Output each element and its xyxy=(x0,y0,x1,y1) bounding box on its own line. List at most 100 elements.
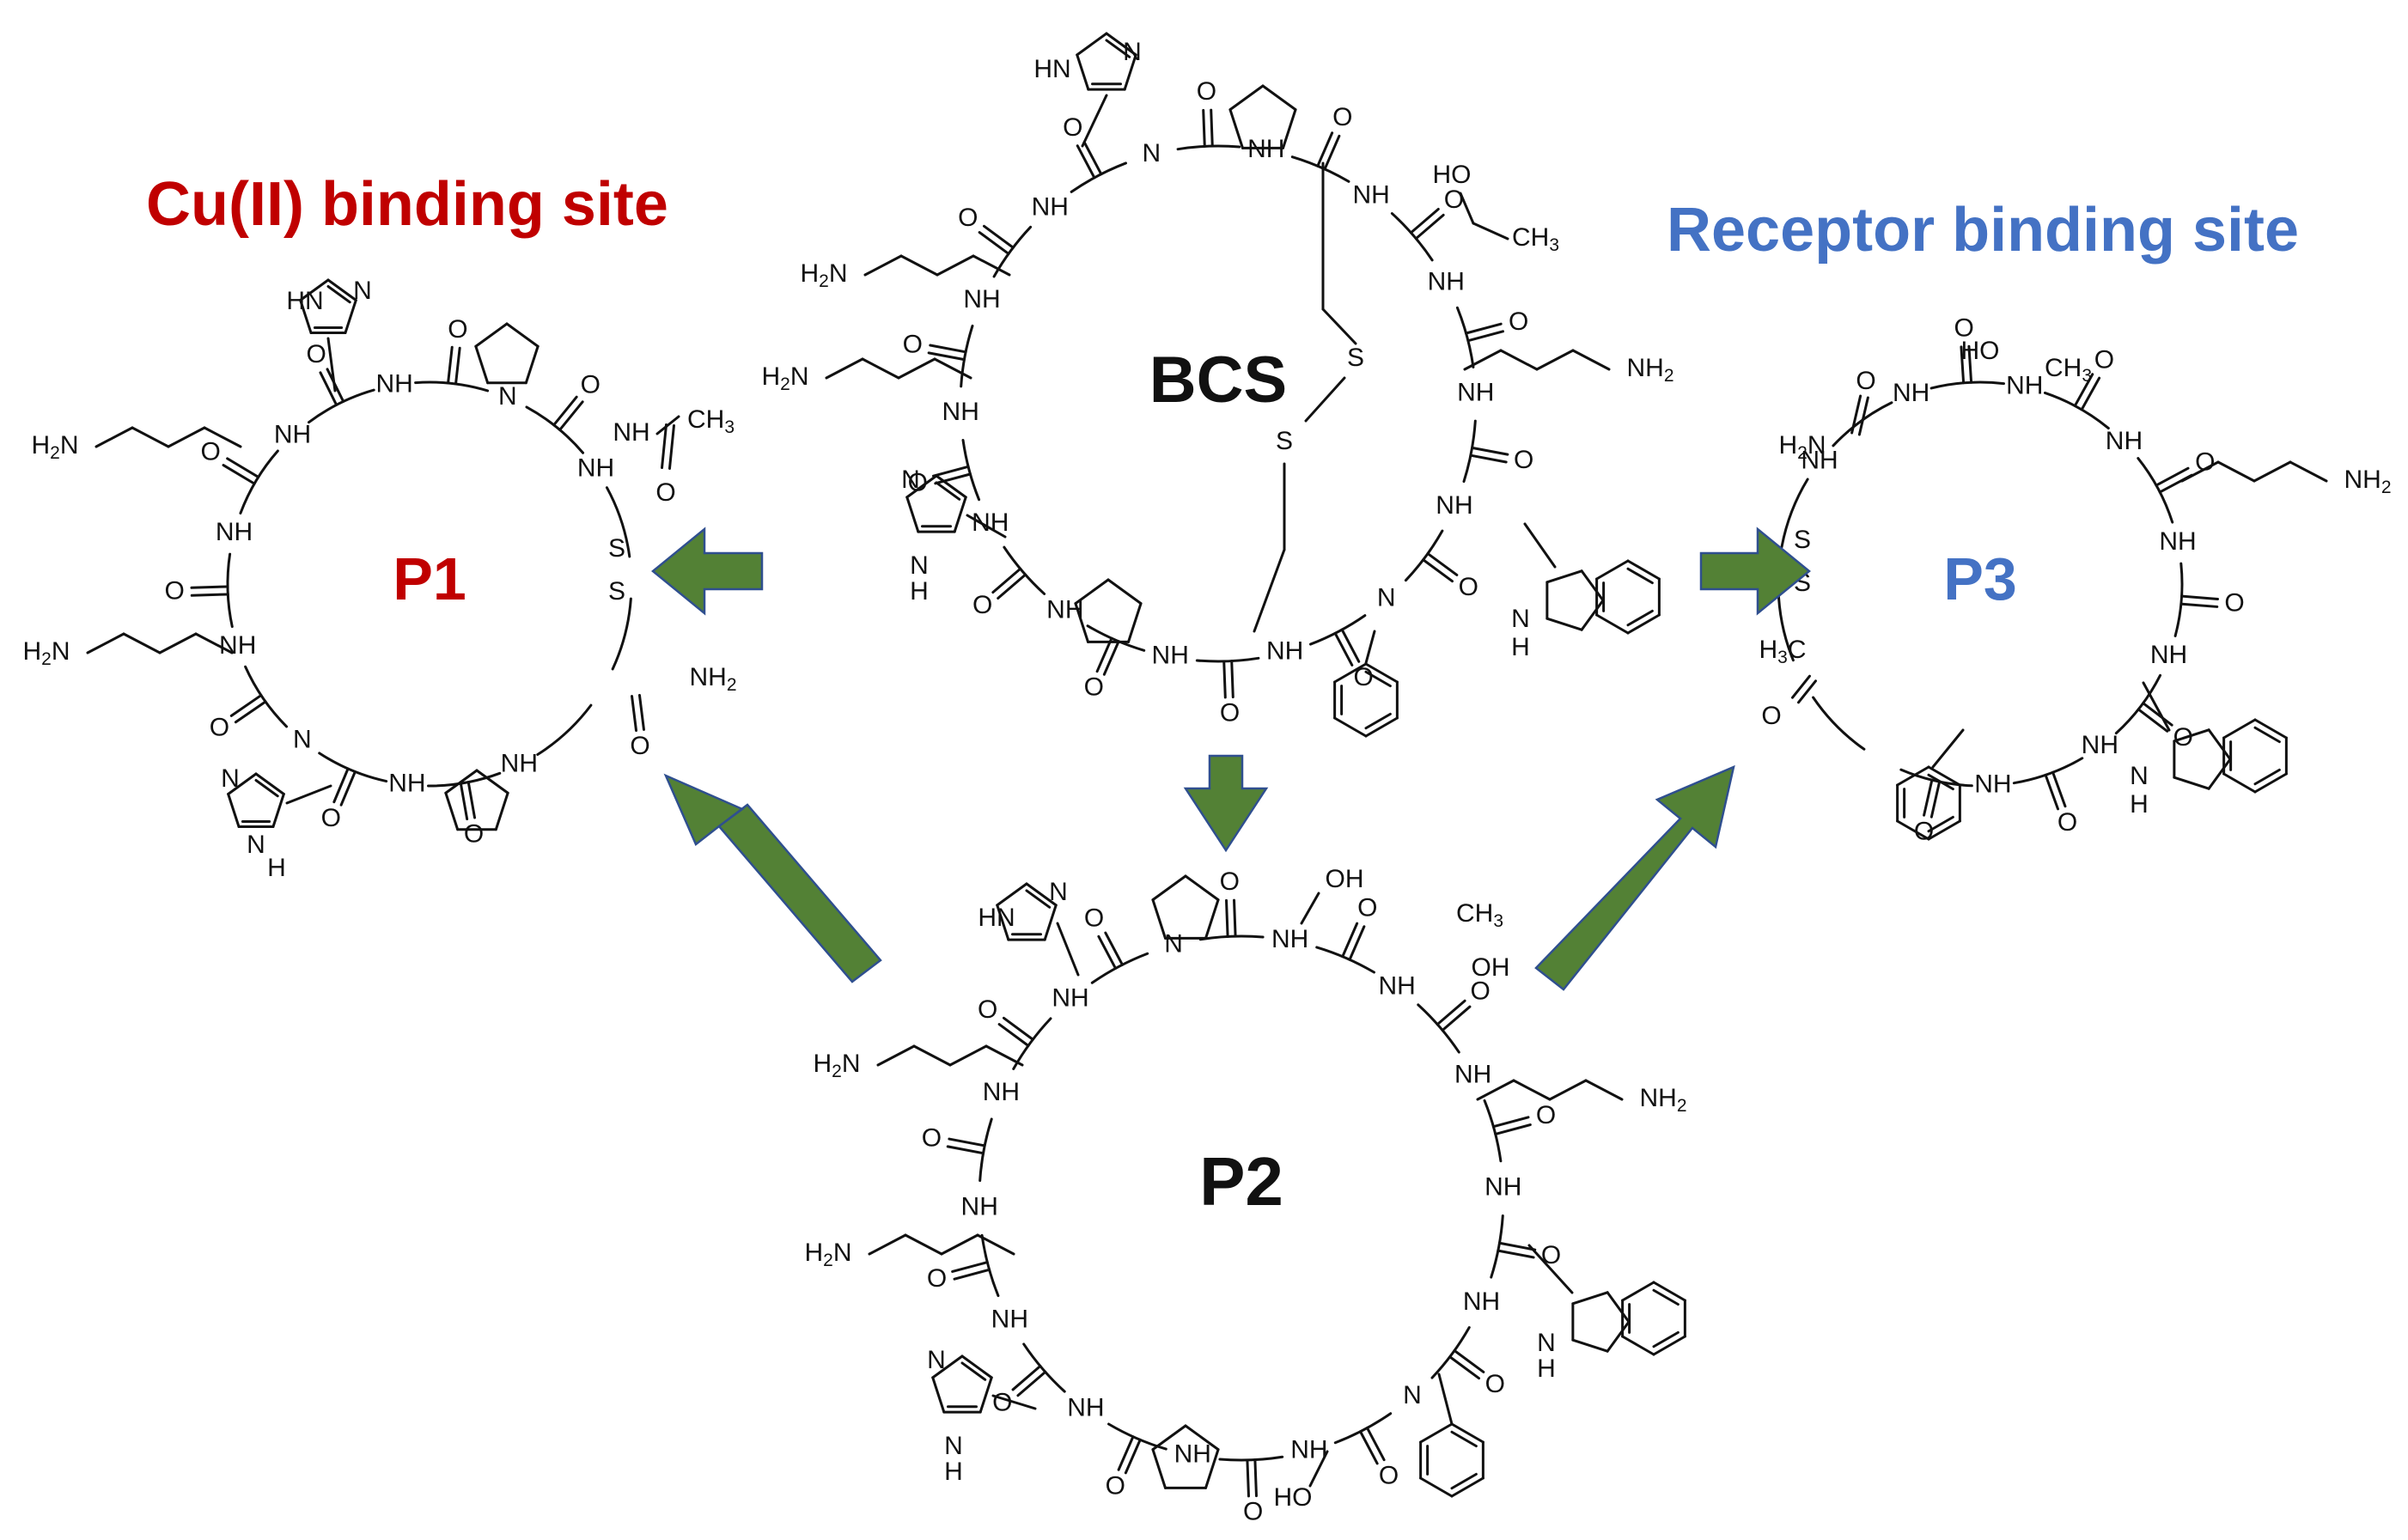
atom-label-o: O xyxy=(2094,345,2114,374)
bond xyxy=(978,231,1010,255)
bond xyxy=(637,693,645,731)
bond xyxy=(203,426,242,448)
atom-label-nh: NH xyxy=(963,285,1000,313)
bond xyxy=(1011,1365,1042,1391)
atom-label-n: N xyxy=(1511,605,1530,633)
bond xyxy=(1151,1448,1167,1489)
bond xyxy=(2253,768,2281,786)
atom-label-h2n: H2N xyxy=(22,637,70,669)
backbone-bond xyxy=(1107,1422,1167,1451)
bond xyxy=(1927,815,1954,833)
atom-label-nh: NH xyxy=(2082,731,2118,759)
bond xyxy=(2137,708,2169,733)
atom-label-ho: HO xyxy=(1433,161,1472,189)
bond xyxy=(863,254,903,277)
bond xyxy=(1491,1116,1530,1129)
bond xyxy=(1595,559,1630,581)
atom-label-h2n: H2N xyxy=(800,259,847,291)
bond xyxy=(631,695,638,733)
bond xyxy=(2253,726,2281,744)
atom-label-nh: NH xyxy=(577,454,614,483)
bond xyxy=(1184,874,1220,902)
bond xyxy=(1074,578,1110,606)
atom-label-n: N xyxy=(293,725,312,753)
bond xyxy=(1002,1016,1034,1041)
bond xyxy=(1246,1458,1250,1498)
bond xyxy=(933,357,972,380)
atom-label-s: S xyxy=(1347,344,1364,372)
atom-label-nh: NH xyxy=(1974,770,2011,798)
bond xyxy=(897,357,936,380)
bond xyxy=(1204,898,1220,940)
bond xyxy=(1850,394,1862,435)
atom-label-o: O xyxy=(164,576,184,605)
bond xyxy=(299,298,313,335)
bond xyxy=(934,472,972,485)
backbone-bond xyxy=(427,771,502,788)
bond xyxy=(326,284,351,304)
atom-label-o: O xyxy=(448,315,467,344)
atom-label-o: O xyxy=(1357,894,1377,922)
backbone-bond xyxy=(2012,757,2084,785)
bond xyxy=(131,426,170,448)
bond xyxy=(1117,1435,1135,1471)
atom-label-nh: NH xyxy=(1457,379,1494,407)
bond xyxy=(1450,1472,1478,1490)
bond xyxy=(1419,1476,1454,1498)
atom-label-hn: HN xyxy=(286,287,323,315)
atom-label-nh: NH xyxy=(1352,181,1389,210)
backbone-bond xyxy=(1390,212,1434,262)
bond xyxy=(1967,344,1973,384)
atom-label-n: N xyxy=(498,382,517,411)
bond xyxy=(2173,728,2210,743)
atom-label-nh2: NH2 xyxy=(1639,1084,1686,1116)
atom-label-h2n: H2N xyxy=(804,1239,851,1270)
bond xyxy=(1308,1450,1329,1488)
bond xyxy=(1323,134,1341,171)
bond xyxy=(2222,772,2257,794)
atom-label-o: O xyxy=(1541,1241,1561,1269)
backbone-bond xyxy=(1490,1214,1504,1279)
bond xyxy=(1105,39,1131,58)
bond xyxy=(1333,716,1368,738)
bond xyxy=(552,395,578,427)
bond xyxy=(927,351,966,362)
bond xyxy=(234,700,267,724)
bond xyxy=(2289,460,2328,483)
bond xyxy=(444,791,460,831)
atom-label-nh: NH xyxy=(501,749,538,777)
backbone-bond xyxy=(414,380,490,393)
atom-label-nh: NH xyxy=(1266,637,1303,666)
bond xyxy=(991,1394,1037,1410)
bond xyxy=(326,337,337,393)
atom-label-nh: NH xyxy=(1893,379,1929,407)
bond xyxy=(876,1044,916,1067)
bond xyxy=(1419,1422,1454,1444)
atom-label-o: O xyxy=(903,331,923,359)
atom-label-o: O xyxy=(2195,448,2215,477)
bond xyxy=(985,1044,1024,1067)
atom-label-nh2: NH2 xyxy=(1626,354,1673,386)
bond xyxy=(227,792,241,829)
bond xyxy=(1076,53,1090,91)
atom-label-n: N xyxy=(1049,878,1068,906)
atom-label-n: N xyxy=(1403,1381,1422,1409)
bond xyxy=(1025,889,1052,909)
bond xyxy=(1184,1424,1220,1452)
bond xyxy=(1230,660,1234,699)
atom-label-n: N xyxy=(1537,1329,1556,1357)
bond xyxy=(1082,141,1103,176)
backbone-bond xyxy=(525,405,585,454)
bond xyxy=(1282,108,1297,149)
bond xyxy=(1016,1370,1047,1397)
bond xyxy=(344,298,357,335)
bond xyxy=(940,1233,979,1256)
bond xyxy=(474,344,490,385)
atom-label-nh: NH xyxy=(1428,268,1465,296)
bond xyxy=(222,464,256,485)
atom-label-o: O xyxy=(1856,367,1875,395)
backbone-bond xyxy=(226,552,234,629)
bond xyxy=(454,346,461,386)
bond xyxy=(929,344,967,354)
bond xyxy=(1896,765,1930,787)
